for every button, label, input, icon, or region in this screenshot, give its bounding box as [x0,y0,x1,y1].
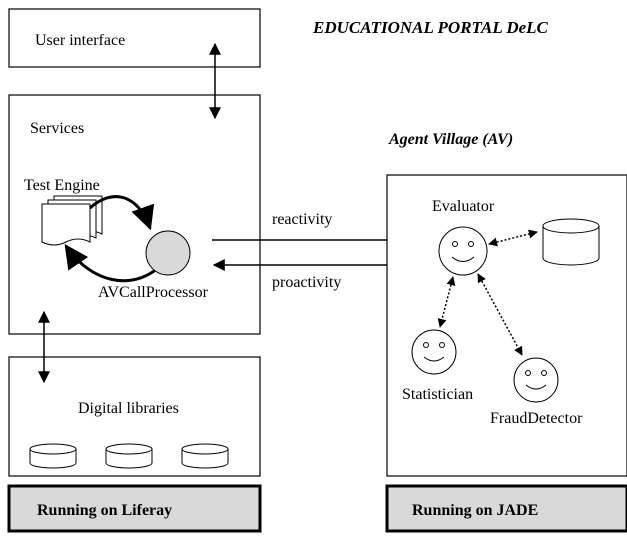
statistician-agent-icon [411,329,457,375]
documents-icon [41,195,103,246]
proactivity-label: proactivity [272,274,341,291]
evaluator-agent-icon [438,226,488,276]
evaluator-statistician-link [437,276,456,328]
evaluator-database-link [488,229,538,247]
fraud-detector-label: FraudDetector [490,410,583,427]
fraud-detector-agent-icon [513,357,559,403]
cycle-arrow-bottom [64,244,159,283]
database-icon [105,443,153,469]
evaluator-fraud-detector-link [477,273,523,356]
database-icon [29,443,77,469]
portal-title: EDUCATIONAL PORTAL DeLC [312,18,549,37]
evaluator-label: Evaluator [432,198,495,215]
statistician-label: Statistician [402,386,473,403]
test-engine-label: Test Engine [24,177,100,194]
av-call-processor-label: AVCallProcessor [98,284,209,301]
database-icon [181,443,229,469]
agent-village-box [386,174,627,477]
liferay-runtime-label: Running on Liferay [37,502,172,519]
av-call-processor-node [145,230,191,276]
liferay-runtime-bar [7,484,262,533]
agent-database-icon [542,218,600,266]
cycle-arrow-top [88,195,155,231]
agent-village-title: Agent Village (AV) [388,131,513,148]
digital-libraries-label: Digital libraries [78,400,179,417]
jade-runtime-bar [385,484,627,533]
reactivity-label: reactivity [272,211,332,228]
user-interface-label: User interface [35,32,125,49]
services-label: Services [30,120,84,137]
jade-runtime-label: Running on JADE [412,502,538,519]
